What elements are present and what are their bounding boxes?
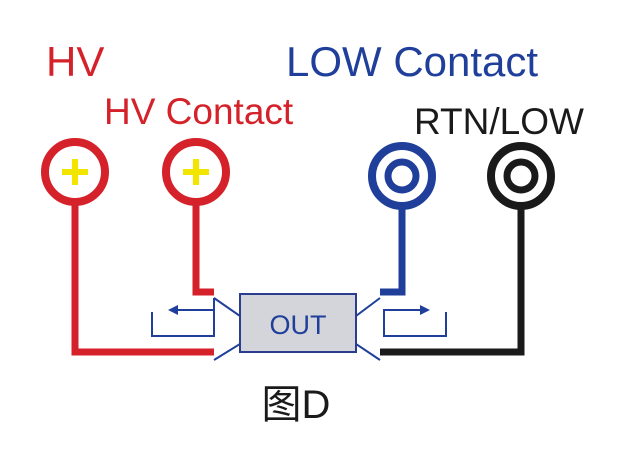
plus-icon [62,159,88,185]
hv-contact-wire [192,200,214,296]
out-box [239,293,357,353]
low-contact-label: LOW Contact [286,38,538,85]
rtn-low-wire [380,200,525,356]
hv-terminal [41,138,109,206]
rtn-low-terminal [487,142,555,210]
low-contact-wire [380,200,406,296]
hv-contact-terminal [162,138,230,206]
rtn-low-label: RTN/LOW [414,101,584,142]
hv-label: HV [46,38,104,85]
hv-wire [71,200,214,356]
plus-icon [183,159,209,185]
figure-caption: 图D [262,383,331,427]
ring-icon [503,158,539,194]
low-contact-terminal [368,142,436,210]
hv-contact-label: HV Contact [104,91,294,132]
out-label: OUT [270,310,327,340]
ring-icon [384,158,420,194]
